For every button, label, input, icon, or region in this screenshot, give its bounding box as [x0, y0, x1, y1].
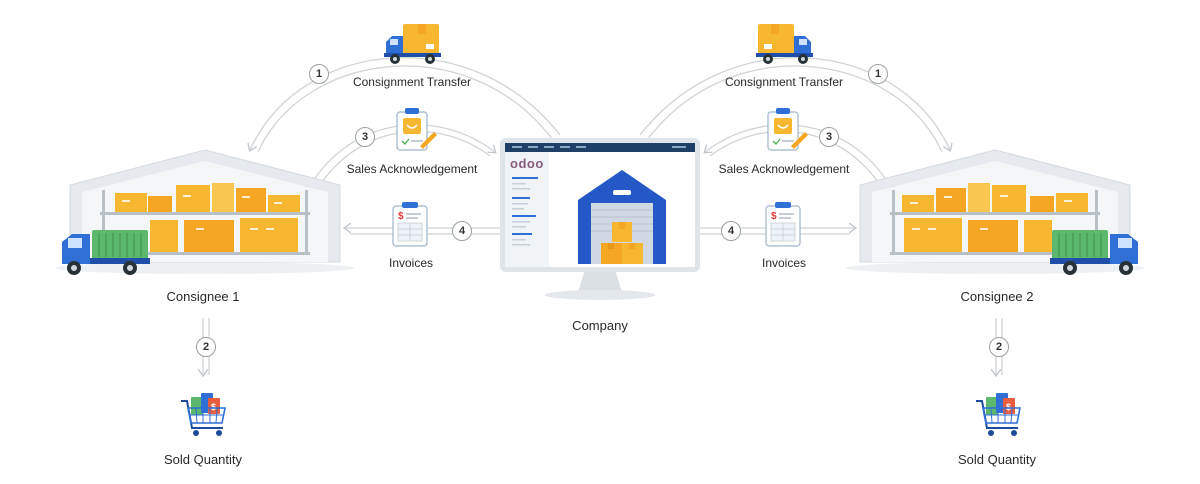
label-consignee-1: Consignee 1: [166, 289, 240, 304]
step-badge-sold-left: 2: [196, 337, 216, 357]
step-badge-invoice-left: 4: [452, 221, 472, 241]
step-badge-transfer-left: 1: [309, 64, 329, 84]
step-badge-invoice-right: 4: [721, 221, 741, 241]
label-consignment-transfer-right: Consignment Transfer: [724, 75, 844, 89]
truck-left-icon: [62, 230, 150, 275]
company-monitor: [500, 138, 700, 300]
invoice-clipboard-right-icon: $: [765, 202, 801, 247]
label-invoices-right: Invoices: [761, 256, 807, 270]
odoo-logo: odoo: [510, 156, 544, 171]
svg-text:$: $: [211, 402, 216, 412]
arrow-transfer-left: [250, 57, 561, 153]
step-badge-ack-right: 3: [819, 127, 839, 147]
label-consignee-2: Consignee 2: [960, 289, 1034, 304]
label-consignment-transfer-left: Consignment Transfer: [352, 75, 472, 89]
arrow-transfer-right: [639, 57, 950, 153]
shopping-cart-left-icon: $: [181, 393, 226, 436]
label-sold-quantity-right: Sold Quantity: [957, 452, 1037, 467]
acknowledgement-clipboard-right-icon: [767, 108, 808, 151]
step-badge-transfer-right: 1: [868, 64, 888, 84]
step-badge-ack-left: 3: [355, 127, 375, 147]
step-badge-sold-right: 2: [989, 337, 1009, 357]
delivery-truck-right-icon: [756, 24, 813, 64]
shopping-cart-right-icon: $: [976, 393, 1021, 436]
svg-text:$: $: [1006, 402, 1011, 412]
svg-text:$: $: [771, 211, 777, 222]
label-company: Company: [572, 318, 628, 333]
label-sales-acknowledgement-left: Sales Acknowledgement: [346, 162, 478, 176]
label-invoices-left: Invoices: [388, 256, 434, 270]
invoice-clipboard-left-icon: $: [392, 202, 428, 247]
label-sold-quantity-left: Sold Quantity: [163, 452, 243, 467]
label-sales-acknowledgement-right: Sales Acknowledgement: [718, 162, 850, 176]
acknowledgement-clipboard-left-icon: [396, 108, 437, 151]
svg-text:$: $: [398, 211, 404, 222]
truck-right-icon: [1050, 230, 1138, 275]
delivery-truck-left-icon: [384, 24, 441, 64]
